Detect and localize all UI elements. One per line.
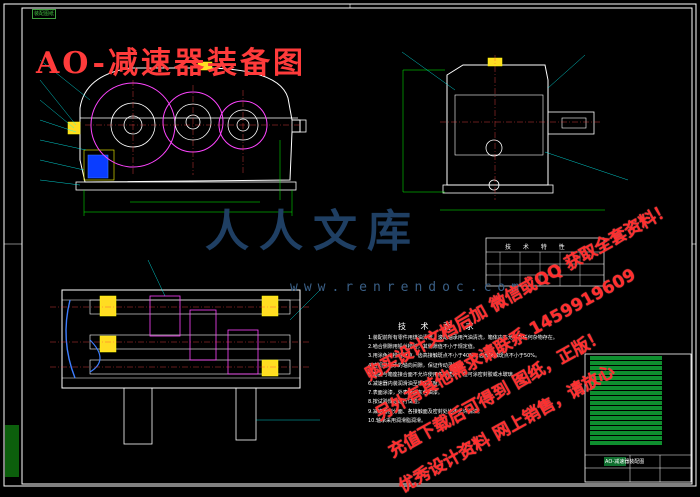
leader	[39, 179, 81, 186]
drawing-frame-inner	[21, 7, 693, 485]
frame-tag: 装配图纸	[32, 9, 56, 19]
leader	[39, 139, 87, 151]
side-strip	[5, 425, 19, 477]
leader	[39, 159, 85, 171]
tech-requirement-item: 1.装配前所有零件用煤油清洗，滚动轴承用汽油清洗，箱体内不允许有任何杂物存在。	[368, 335, 558, 341]
leader	[39, 79, 77, 126]
drawing-title: AO-减速器装备图	[36, 46, 306, 81]
side-bolt	[488, 179, 500, 191]
tech-requirement-item: 2.啮合侧隙用铅丝检验，其侧隙值不小于规定值。	[368, 344, 478, 351]
tech-requirement-item: 9.减速器剖分面、各接触面及密封处均不允许漏油。	[368, 408, 483, 415]
plan-gear-2	[189, 309, 217, 361]
leader	[39, 59, 91, 101]
side-leader	[544, 151, 629, 181]
leader	[39, 119, 77, 133]
side-leader	[401, 51, 456, 91]
param-table-frame	[485, 237, 605, 287]
plan-leader	[147, 259, 166, 297]
bill-of-materials	[590, 356, 662, 456]
plan-gear-3	[227, 329, 259, 375]
watermark-logo: 人人文库	[205, 206, 421, 257]
tech-requirement-item: 4.应调整轴承的轴向间隙，保证传动灵活。	[368, 362, 463, 369]
gearbox-cover-outline	[79, 67, 301, 183]
side-base	[442, 184, 554, 194]
tech-requirement-item: 5.箱盖与箱座接合面不允许使用任何垫片，但可涂密封胶或水玻璃。	[368, 371, 518, 378]
output-shaft	[291, 119, 307, 133]
plan-leader	[289, 289, 321, 321]
side-shaft	[547, 111, 595, 135]
tech-requirement-item: 3.用涂色法检验斑点，齿高接触斑点不小于40%，齿长接触斑点不小于50%。	[368, 353, 541, 360]
parameter-table	[485, 237, 605, 287]
plan-view	[50, 259, 321, 445]
tech-requirement-item: 6.减速器内装润滑油至规定高度。	[368, 381, 443, 388]
plan-seal	[65, 299, 76, 379]
tech-requirement-item: 10.轴承采用润滑脂润滑。	[368, 417, 426, 424]
sight-glass	[87, 154, 109, 179]
tech-requirement-item: 7.表面涂漆，外表面涂灰色油漆。	[368, 390, 443, 397]
base-flange	[75, 181, 297, 191]
title-block-frame	[584, 353, 692, 483]
plan-gear-1	[149, 295, 181, 337]
side-shaft-key	[561, 117, 587, 129]
side-view	[401, 51, 629, 211]
param-table-title: 技 术 特 性	[505, 244, 570, 251]
leader	[39, 99, 75, 129]
plan-bearing	[99, 295, 117, 317]
side-outline	[446, 64, 549, 186]
tech-requirements-title: 技 术 要 求	[398, 322, 480, 331]
tech-requirements-list: 1.装配前所有零件用煤油清洗，滚动轴承用汽油清洗，箱体内不允许有任何杂物存在。 …	[368, 334, 578, 426]
tech-requirement-item: 8.按试验规范进行试验。	[368, 399, 423, 406]
side-leader	[547, 54, 586, 89]
plan-bearing	[261, 359, 279, 377]
plan-seal	[89, 339, 101, 373]
side-bearing	[454, 94, 544, 156]
title-block	[584, 353, 692, 483]
plan-input-shaft	[235, 387, 257, 441]
plan-output-shaft	[123, 387, 153, 445]
plan-bearing	[261, 295, 279, 317]
plan-outline	[61, 289, 301, 389]
vent-plug	[197, 61, 213, 71]
front-view	[39, 59, 307, 216]
plan-bearing	[99, 335, 117, 353]
title-block-label: AO-减速器装配图	[605, 459, 645, 465]
title-block-highlight	[604, 457, 626, 466]
watermark-url: www.renrendoc.com	[290, 280, 526, 295]
side-bolt	[485, 139, 503, 157]
